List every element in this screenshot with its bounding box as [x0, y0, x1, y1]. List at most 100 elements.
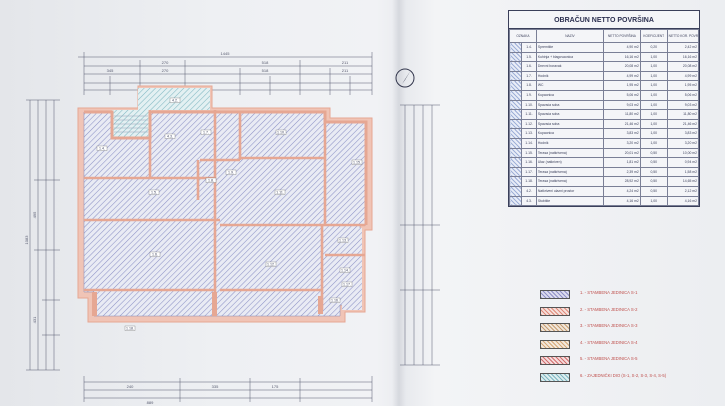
dim-top-f: 518 [262, 68, 269, 73]
row-name: Spavaća soba [535, 109, 604, 120]
row-coef: 1,00 [639, 137, 668, 149]
room-1-17: 1.17. [343, 283, 351, 287]
room-4-3: 4.3. [167, 135, 173, 139]
row-usable-area: 1,95 m2 [666, 80, 700, 91]
dim-overall-top: 1445 [221, 51, 231, 56]
row-swatch [508, 70, 523, 82]
top-dimensions [78, 52, 373, 95]
room-1-5: 1.5. [151, 191, 157, 195]
dim-top-e: 270 [162, 68, 169, 73]
row-area: 20,08 m2 [602, 61, 641, 72]
row-code: 1.5. [521, 51, 537, 63]
row-usable-area: 4,99 m2 [666, 70, 700, 82]
area-table: OBRAČUN NETTO POVRŠINA OZNAKA NAZIV NETT… [508, 10, 700, 208]
row-swatch [508, 99, 523, 111]
row-usable-area: 14,65 m2 [666, 176, 700, 187]
row-area: 4,99 m2 [602, 70, 641, 82]
row-area: 21,46 m2 [602, 118, 641, 130]
col-naziv: NAZIV [535, 29, 604, 43]
row-coef: 1,00 [639, 118, 668, 130]
row-area: 5,06 m2 [602, 89, 641, 101]
north-arrow-icon [395, 68, 415, 88]
row-code: 1.18. [521, 176, 537, 187]
row-coef: 1,00 [639, 61, 668, 72]
row-area: 3,83 m2 [602, 128, 641, 139]
row-usable-area: 3,20 m2 [666, 137, 700, 149]
row-coef: 1,00 [639, 80, 668, 91]
row-name: Terasa (natkrivena) [535, 147, 604, 159]
legend-swatch [540, 356, 570, 366]
room-1-7: 1.7. [203, 131, 209, 135]
row-area: 3,20 m2 [602, 137, 641, 149]
row-name: Terasa (natkrivena) [535, 176, 604, 187]
row-name: Spremište [535, 42, 604, 53]
room-1-11: 1.11. [276, 191, 284, 195]
room-1-4: 1.4. [99, 147, 105, 151]
row-name: Natkriveni ulazni prostor [535, 185, 604, 197]
row-name: Ulaz (natkriven) [535, 157, 604, 168]
legend-label: 4. - STAMBENA JEDINICA S-4 [580, 339, 638, 345]
row-swatch [508, 166, 523, 178]
row-code: 1.13. [521, 128, 537, 139]
row-swatch [508, 185, 523, 197]
row-code: 1.15. [521, 147, 537, 159]
row-coef: 1,00 [639, 99, 668, 111]
row-code: 1.4. [521, 42, 537, 53]
row-area: 16,16 m2 [602, 51, 641, 63]
legend-swatch [540, 290, 570, 299]
row-area: 1,81 m2 [602, 157, 641, 168]
row-coef: 0,20 [639, 42, 668, 53]
row-code: 1.6. [521, 61, 537, 72]
row-code: 1.9. [521, 89, 537, 101]
dim-top-b: 518 [262, 60, 269, 65]
legend-item: 3. - STAMBENA JEDINICA S-3 [540, 322, 710, 333]
row-code: 1.12. [521, 118, 537, 130]
row-code: 1.7. [521, 70, 537, 82]
row-area: 2,39 m2 [602, 166, 641, 178]
row-code: 4.2. [521, 185, 537, 197]
row-coef: 1,00 [639, 89, 668, 101]
legend-swatch [540, 372, 570, 382]
dim-left-overall: 1083 [24, 235, 29, 245]
row-name: Spavaća soba [535, 99, 604, 111]
row-coef: 0,50 [639, 185, 668, 197]
room-1-15: 1.15. [353, 161, 361, 165]
dim-left-a: 495 [32, 211, 37, 218]
room-1-13: 1.13. [339, 239, 347, 243]
row-name: Kupaonica [535, 128, 604, 139]
row-swatch [508, 109, 523, 120]
row-usable-area: 5,06 m2 [666, 89, 700, 101]
row-area: 4,24 m2 [602, 185, 641, 197]
row-code: 1.8. [521, 80, 537, 91]
row-area: 20,01 m2 [602, 147, 641, 159]
row-swatch [508, 147, 523, 159]
row-swatch [508, 51, 523, 63]
row-code: 1.16. [521, 157, 537, 168]
row-usable-area: 9,03 m2 [666, 99, 700, 111]
row-usable-area: 0,94 m2 [666, 157, 700, 168]
row-coef: 1,00 [639, 195, 668, 207]
legend-item: 4. - STAMBENA JEDINICA S-4 [540, 339, 710, 350]
legend-label: 5. - STAMBENA JEDINICA S-5 [580, 356, 638, 362]
room-1-9: 1.9. [228, 171, 234, 175]
legend-swatch [540, 306, 570, 316]
row-usable-area: 2,42 m2 [666, 42, 700, 53]
legend-item: 5. - STAMBENA JEDINICA S-5 [540, 355, 710, 366]
dim-bottom-c: 175 [272, 384, 279, 389]
legend-swatch [540, 339, 570, 349]
row-usable-area: 4,16 m2 [666, 195, 700, 207]
dim-left-b: 431 [32, 316, 37, 323]
row-name: Spavaća soba [535, 118, 604, 130]
row-coef: 1,00 [639, 51, 668, 63]
legend-label: 6. - ZAJEDNIČKI DIO (S-1, S-2, S-3, S-4,… [580, 372, 667, 378]
